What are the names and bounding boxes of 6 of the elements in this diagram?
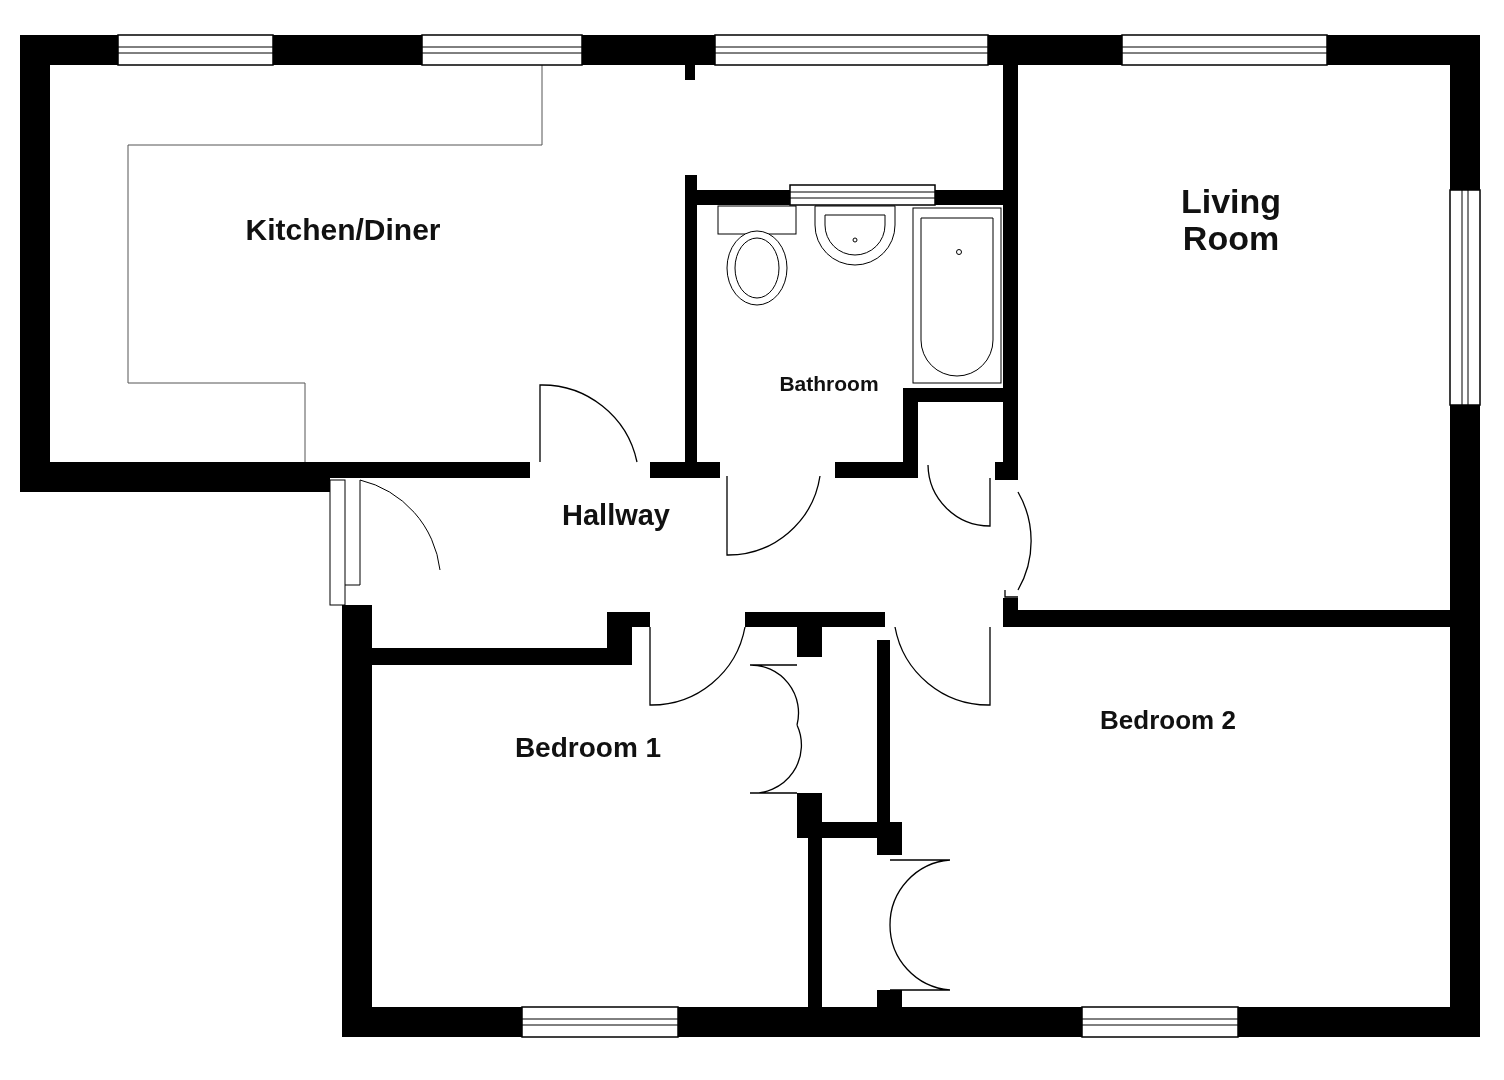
room-label: Bedroom 2 <box>1100 705 1236 735</box>
room-label: Hallway <box>562 500 670 532</box>
room-label: Bathroom <box>779 372 879 396</box>
room-label: Kitchen/Diner <box>245 212 441 246</box>
room-label: Living Room <box>1156 182 1306 258</box>
room-label: Bedroom 1 <box>514 732 662 764</box>
